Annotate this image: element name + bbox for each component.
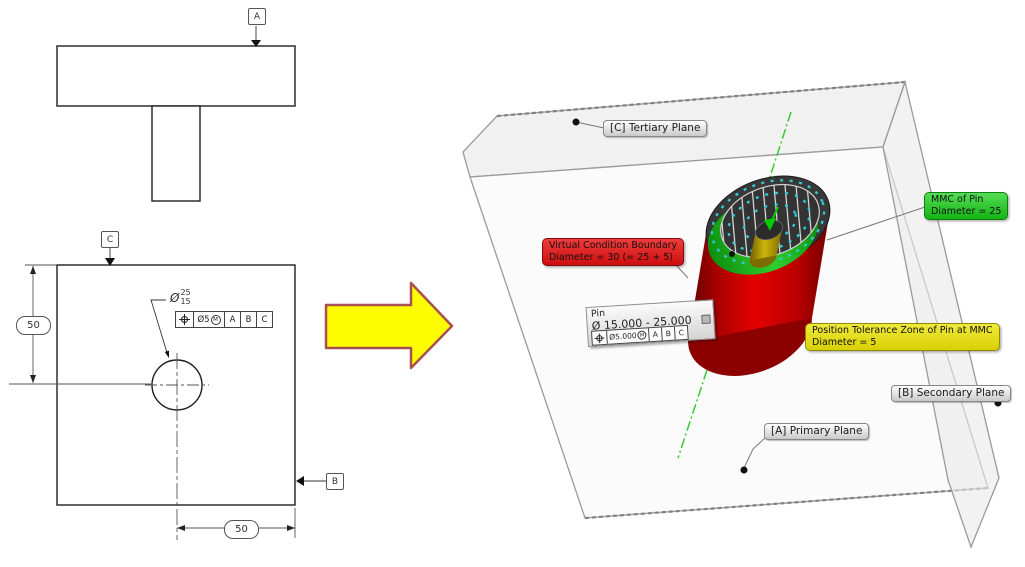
front-view-2d <box>9 247 326 540</box>
primary-plane-label: [A] Primary Plane <box>764 423 870 440</box>
diameter-symbol: Ø <box>170 290 180 305</box>
vcb-note-line1: Virtual Condition Boundary <box>549 240 678 251</box>
dimension-50-horizontal: 50 <box>224 520 259 539</box>
fcf3d-tolerance: Ø5.000 <box>608 331 637 342</box>
tertiary-plane-label: [C] Tertiary Plane <box>603 120 708 137</box>
mmc-note: MMC of Pin Diameter = 25 <box>924 192 1009 220</box>
datum-label-b: B <box>326 473 344 490</box>
fcf3d-datum-c: C <box>673 325 688 340</box>
ptz-note-line2: Diameter = 5 <box>812 337 877 348</box>
callout-handle-square <box>701 314 711 325</box>
fcf-tolerance: Ø5 <box>197 314 210 325</box>
side-view-2d <box>56 45 296 202</box>
primary-plane-hatched-edge <box>584 486 989 520</box>
mmc-note-line1: MMC of Pin <box>931 194 984 205</box>
annotation-dots-3d <box>572 118 1002 474</box>
secondary-plane-label: [B] Secondary Plane <box>891 385 1012 402</box>
ptz-note-line1: Position Tolerance Zone of Pin at MMC <box>812 325 993 336</box>
tolerance-zone-dashes <box>710 179 826 265</box>
hole-size-dimension: Ø 25 15 <box>170 288 191 306</box>
mmc-leader-dot <box>729 251 735 257</box>
virtual-condition-note: Virtual Condition Boundary Diameter = 30… <box>542 238 685 266</box>
position-target-icon <box>592 331 607 345</box>
fcf-datum-a: A <box>224 312 240 327</box>
pin-callout: Pin Ø 15.000 - 25.000 Ø5.000 M A B C <box>585 299 716 347</box>
pin-3d-model <box>688 175 831 376</box>
datum-a-leader <box>251 26 261 47</box>
fcf-datum-b: B <box>240 312 256 327</box>
dimension-50-vertical: 50 <box>16 316 51 335</box>
datum-label-a: A <box>248 8 266 25</box>
feature-control-frame-2d: Ø5 M A B C <box>175 311 273 328</box>
vcb-note-line2: Diameter = 30 (= 25 + 5) <box>549 252 673 263</box>
axis-arrow-shaft <box>771 206 779 221</box>
mmc-modifier-icon: M <box>210 314 221 325</box>
pin-axis-centerline <box>677 111 792 459</box>
mmc-modifier-icon: M <box>637 330 647 340</box>
tertiary-plane-hatched-edge <box>496 80 906 118</box>
fcf3d-datum-a: A <box>647 327 662 342</box>
transform-arrow <box>324 281 454 370</box>
mmc-note-line2: Diameter = 25 <box>931 206 1002 217</box>
fcf3d-datum-b: B <box>660 326 675 341</box>
position-tolerance-zone-note: Position Tolerance Zone of Pin at MMC Di… <box>805 323 1000 351</box>
datum-label-c: C <box>101 231 119 248</box>
position-target-icon <box>176 312 193 327</box>
fcf-datum-c: C <box>256 312 272 327</box>
axis-arrowhead <box>764 218 776 231</box>
hole-upper-limit: 25 <box>180 288 191 297</box>
hole-lower-limit: 15 <box>180 296 191 306</box>
secondary-plane-b <box>882 79 1000 549</box>
feature-control-frame-3d: Ø5.000 M A B C <box>591 324 689 346</box>
